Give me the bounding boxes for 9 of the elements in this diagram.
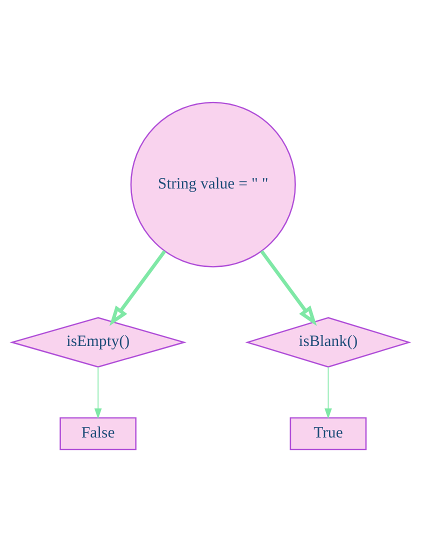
arrow: [260, 250, 317, 326]
arrow: [94, 366, 102, 418]
node-circle: String value = " ": [130, 101, 296, 267]
node-box: False: [60, 416, 136, 450]
node-diamond: isEmpty(): [10, 316, 187, 368]
node-diamond: isBlank(): [245, 316, 412, 368]
node-box: True: [290, 416, 367, 450]
arrow: [324, 366, 332, 418]
arrow: [109, 250, 166, 326]
